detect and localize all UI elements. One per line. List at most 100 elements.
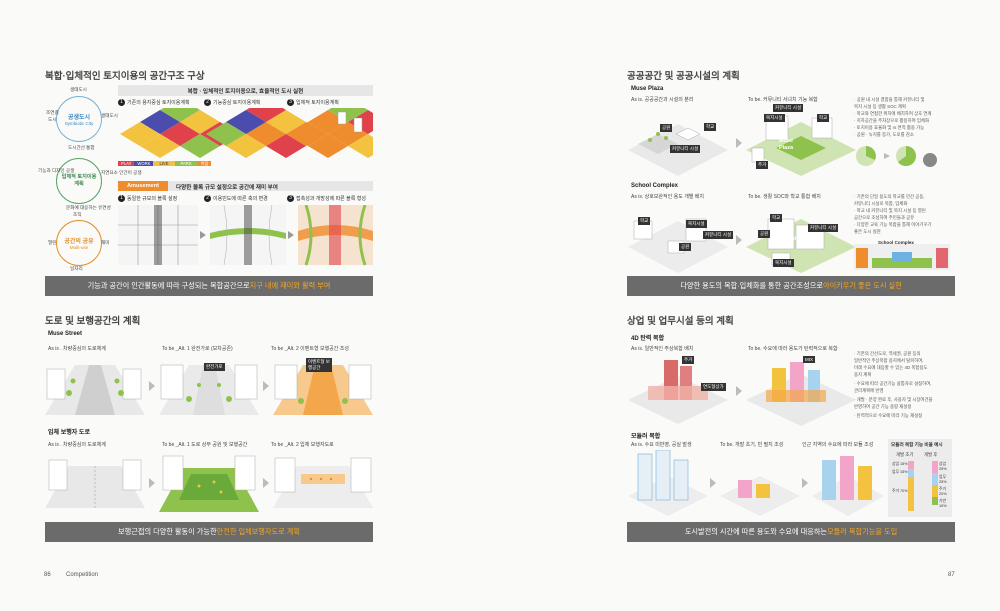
bullet: · 공원 내 시설 결합을 통해 커뮤니티 및 — [854, 97, 925, 102]
bullet: · 토지이용 효율화 및 rs 면적 활용 가능 — [854, 125, 925, 130]
tag-event-space: 이벤트형 보행공간 — [306, 358, 332, 372]
circle-label: 조직 — [73, 212, 82, 217]
tag-park-2: 공원 — [679, 243, 692, 251]
school-tobe — [746, 218, 856, 273]
bullet: · 다양한 교육 기능 복합을 통해 이야기꾸기 — [854, 222, 932, 227]
flex-tobe — [746, 362, 856, 426]
page-number-right: 87 — [948, 572, 955, 578]
plaza-diagrams — [628, 115, 856, 176]
page-label-left: Competition — [66, 572, 99, 578]
land-use-footer: 기능과 공간이 인간활동에 따라 구성되는 복합공간으로 지구 내에 재미와 활… — [45, 276, 373, 296]
tag-mix-4d: MIX — [803, 356, 816, 363]
section-title-public: 공공공간 및 공공시설의 계획 — [627, 71, 740, 82]
section-title-land-use: 복합·입체적인 토지이용의 공간구조 구상 — [45, 71, 205, 82]
tag-community-2: 커뮤니티 시설 — [703, 231, 734, 239]
commercial-footer: 도시발전의 시간에 따른 용도와 수요에 대응하는 모듈러 복합기능을 도입 — [627, 522, 955, 542]
modular-tobe-label: To be. 개발 초기, 빈 필지 조성 — [720, 442, 784, 448]
bullet: · 공원 · 녹지를 증가, 도로를 감소 — [854, 132, 914, 137]
ratio-bars — [908, 461, 938, 511]
footer-text: 보행근접의 다양한 활동이 가능한 — [118, 527, 217, 536]
circle-label: 재미 — [101, 240, 110, 245]
tag-school-b: 학교 — [817, 114, 830, 122]
modular-tobe2-label: 인근 지역의 수요에 따라 모듈 조성 — [802, 442, 874, 448]
step-label: 기존의 용지중심 토지이용계획 — [127, 100, 190, 106]
step-label: 동일한 규모의 블록 설정 — [127, 196, 178, 202]
street-alt2 — [273, 364, 373, 415]
circle-en: Multi-use — [69, 245, 89, 250]
circle-label: 열린 — [48, 240, 57, 245]
footer-highlight: 아이키우기 좋은 도시 실현 — [822, 281, 902, 290]
land-use-banner: 복합 · 입체적인 토지이용으로, 효율적인 도시 실현 — [118, 85, 373, 96]
step-label: 입체적 토지이용계획 — [296, 100, 339, 106]
tag-community-b: 커뮤니티 시설 — [773, 104, 804, 112]
bullet: · 지하공간을 주차장으로 활용하여 입체화 — [854, 118, 930, 123]
left-page: 복합·입체적인 토지이용의 공간구조 구상 공생도시 Symbiotic Cit… — [38, 71, 373, 578]
footer-highlight: 모듈러 복합기능을 도입 — [827, 527, 898, 536]
legend-play: PLAY — [118, 161, 135, 166]
tag-community: 커뮤니티 시설 — [670, 145, 701, 153]
circle-name: 입체적 토지이용 계획 — [61, 174, 97, 187]
land-use-circle: 입체적 토지이용 계획 — [56, 158, 102, 204]
muse-street-label: Muse Street — [48, 331, 83, 337]
tag-park-2b: 공원 — [758, 230, 771, 238]
flex-asis — [628, 360, 728, 424]
ped-road-title: 입체 보행자 도로 — [48, 430, 90, 436]
circle-label: 생태도시 — [70, 87, 87, 92]
tiles-a — [120, 108, 240, 158]
bullet: · 탄력적으로 수요에 따라 기능 재설정 — [854, 413, 923, 418]
circle-label: 지연요소 인간이 공생 — [101, 170, 142, 175]
ped-diagrams — [45, 455, 373, 512]
bullet: · 수요에 따라 공간기능 융통자로 설정하여, — [854, 381, 932, 386]
modular-diagrams — [628, 450, 884, 516]
plaza-asis-label: As is. 공공공간과 시설의 분리 — [631, 97, 694, 103]
bullet: 일반적인 주상복합 용지에서 탈피하여, — [854, 358, 924, 363]
school-complex-label: School Complex — [631, 183, 679, 189]
road-asis-label: As is . 차량중심의 도로체계 — [48, 346, 106, 352]
muse-plaza-overlay: Muse Plaza — [778, 138, 794, 151]
amusement-tag: Amusement — [118, 181, 168, 191]
modular-tobe2 — [812, 456, 884, 516]
circle-name: 공생도시 — [67, 115, 91, 121]
street-asis — [45, 365, 145, 415]
ratio-left: 주거 70% — [892, 489, 908, 493]
school-section — [854, 244, 950, 270]
ratio-right: 기반 10% — [939, 499, 947, 508]
bullet: 반영하여 공간 기능 용량 재설정 — [854, 404, 912, 409]
grid-c — [298, 205, 373, 266]
road-alt1-label: To be _Alt. 1 완전가로 (보차공존) — [162, 346, 233, 352]
tag-welfare-2b: 복지시설 — [773, 259, 794, 267]
block-diagrams — [118, 205, 373, 266]
complex-overlay: Complex — [779, 236, 803, 242]
circle-label: 기능과 디자인 공생 — [38, 168, 75, 173]
step-label: 이용빈도에 따른 축의 변경 — [213, 196, 268, 202]
street-alt1 — [159, 364, 259, 415]
ratio-title: 모듈러 복합 기능 비율 예시 — [891, 442, 943, 447]
modular-asis-label: As is. 수요 미반영, 공실 발생 — [631, 442, 692, 448]
ratio-right: 주거 20% — [939, 487, 947, 496]
bullet: 좋은 도시 실현 — [854, 229, 881, 234]
circle-label: 도시간선 통합 — [68, 145, 95, 150]
school-tobe-label: To be. 생활 SOC와 학교 통합 배치 — [748, 194, 821, 200]
footer-text: 도시발전의 시간에 따른 용도와 수요에 대응하는 — [684, 527, 828, 536]
footer-highlight: 지구 내에 재미와 활력 부여 — [249, 281, 331, 290]
ratio-col-label: 개발 후 — [924, 452, 938, 457]
grid-a — [118, 205, 198, 265]
bullet: 복지 시설 등 생활 SOC 계획 — [854, 104, 906, 109]
ratio-right: 업무 25% — [939, 475, 947, 484]
bullet: 관리계획에 반영 — [854, 388, 884, 393]
school-diagrams — [628, 218, 856, 273]
flex-4d-label: 4D 탄력 복합 — [631, 336, 665, 342]
bullet: · 기존의 단일 용도의 학교를 민간 공동, — [854, 194, 925, 199]
footer-text: 다양한 용도의 복합·입체화를 통한 공간조성으로 — [680, 281, 823, 290]
ratio-col-label: 개발 초기 — [896, 452, 914, 457]
ped-alt1 — [159, 455, 259, 512]
bullet: 용지 계획 — [854, 372, 872, 377]
circle-label: 도시 — [48, 117, 57, 122]
circle-en: Symbiotic City — [64, 121, 94, 126]
tag-full-street: 완전가로 — [204, 363, 225, 371]
school-asis — [628, 218, 728, 273]
ped-alt1-label: To be _Alt. 1 도로 상부 공원 및 보행공간 — [162, 442, 248, 448]
ped-asis-label: As is . 차량중심의 도로체계 — [48, 442, 106, 448]
